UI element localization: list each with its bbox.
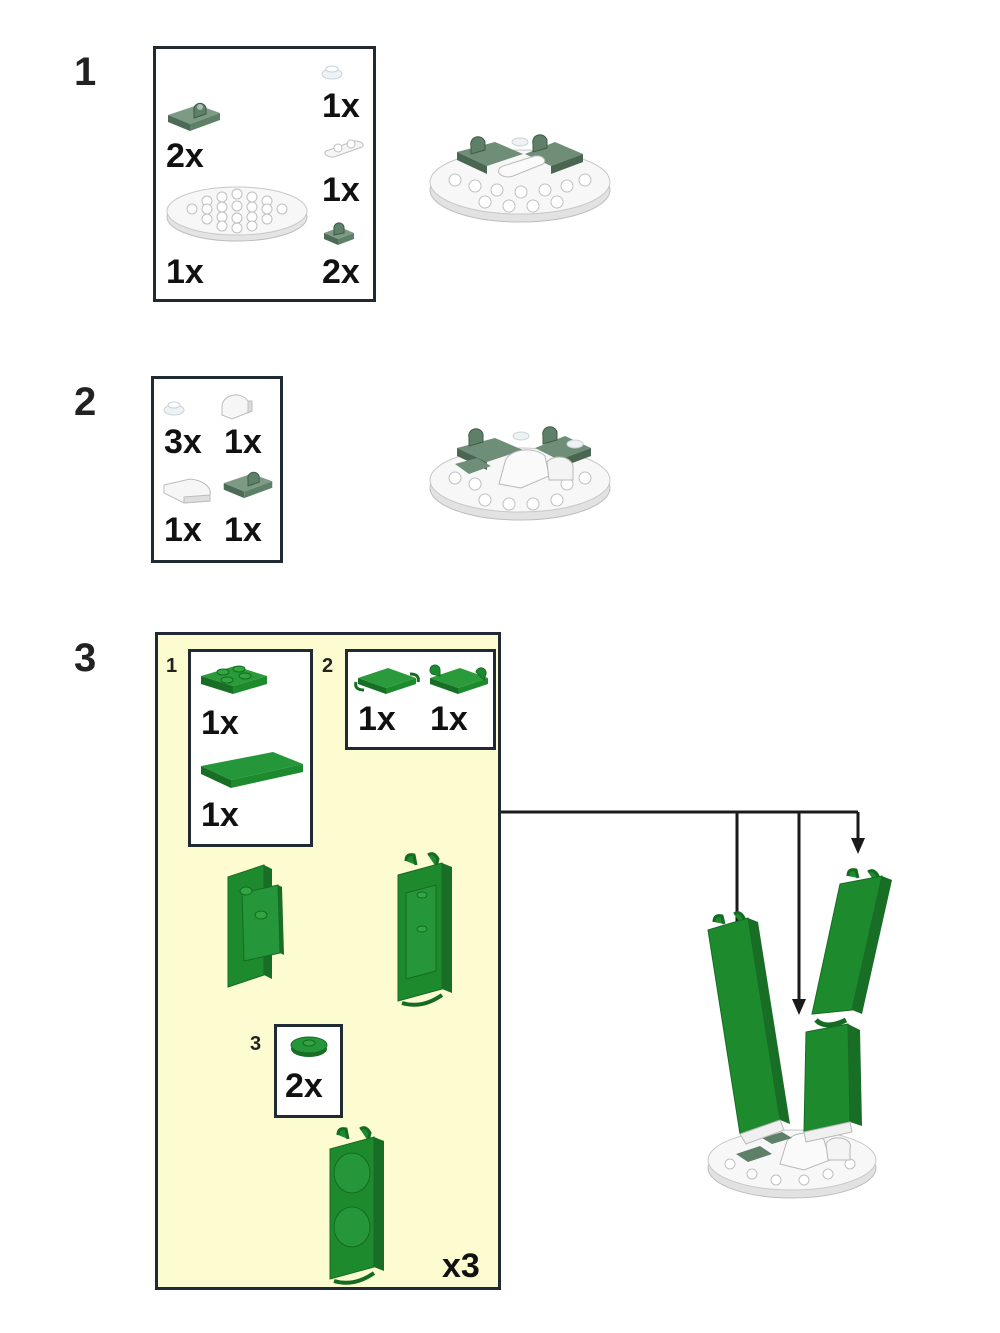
sand-green-clip-1x1-icon (324, 222, 354, 245)
substep-1-qty-plate: 1x (201, 704, 239, 742)
step-2-qty-curved-slope: 1x (224, 423, 262, 461)
substep-2-qty-bar-handle: 1x (358, 700, 396, 738)
substep-3-number: 3 (250, 1033, 262, 1055)
step-2-qty-clip-plate: 1x (224, 511, 262, 549)
substep-2-parts-list: 1x 1x (345, 649, 496, 750)
substep-2-result-illustration (397, 852, 452, 1007)
white-curved-slope-icon (221, 394, 253, 420)
green-plate-bar-handle-icon (354, 668, 420, 694)
subassembly-multiplier: x3 (442, 1247, 480, 1285)
trans-clear-round-plate-icon (163, 401, 185, 416)
substep-3-result-illustration (329, 1126, 384, 1285)
step-2-parts-list: 3x 1x 1x 1x (151, 376, 283, 563)
trans-clear-round-plate-icon (321, 65, 343, 80)
substep-2-number: 2 (322, 655, 334, 677)
step-1-parts-list: 2x 1x 1x 1x 2x (153, 46, 376, 302)
step-1-qty-clip-plate: 2x (166, 137, 204, 175)
green-plate-clip-icon (429, 664, 488, 694)
white-plate-rounded-icon (324, 139, 364, 158)
white-round-plate-icon (166, 186, 308, 242)
substep-1-number: 1 (166, 655, 178, 677)
green-round-tile-icon (290, 1036, 328, 1057)
sand-green-clip-plate-icon (223, 471, 273, 499)
step-1-qty-clip-1x1: 2x (322, 253, 360, 291)
step-3-number: 3 (74, 636, 97, 680)
step-1-qty-round-plate-6x6: 1x (166, 253, 204, 291)
substep-1-parts-list: 1x 1x (188, 649, 313, 847)
substep-1-result-illustration (227, 864, 284, 988)
step-3-assembly-illustration (707, 868, 892, 1199)
substep-3-qty-round-tile: 2x (285, 1067, 323, 1105)
substep-1-qty-tile: 1x (201, 796, 239, 834)
step-1-number: 1 (74, 50, 97, 94)
step-1-assembly-illustration (429, 134, 611, 223)
substep-2-qty-clip: 1x (430, 700, 468, 738)
green-plate-2x2-icon (201, 665, 267, 694)
step-1-qty-rounded-plate: 1x (322, 171, 360, 209)
step-2-qty-round-plate: 3x (164, 423, 202, 461)
substep-3-parts-list: 2x (274, 1024, 343, 1118)
step-2-qty-curved-slope-2x1: 1x (164, 511, 202, 549)
step-2-number: 2 (74, 380, 97, 424)
step-1-qty-round-plate: 1x (322, 87, 360, 125)
white-curved-slope-2x1-icon (163, 478, 211, 504)
step-2-assembly-illustration (429, 426, 611, 521)
step-3-subassembly-callout: 1 1x 1x 2 1x 1x (155, 632, 501, 1290)
sand-green-clip-plate-icon (168, 102, 220, 131)
green-tile-2x4-icon (201, 752, 303, 788)
